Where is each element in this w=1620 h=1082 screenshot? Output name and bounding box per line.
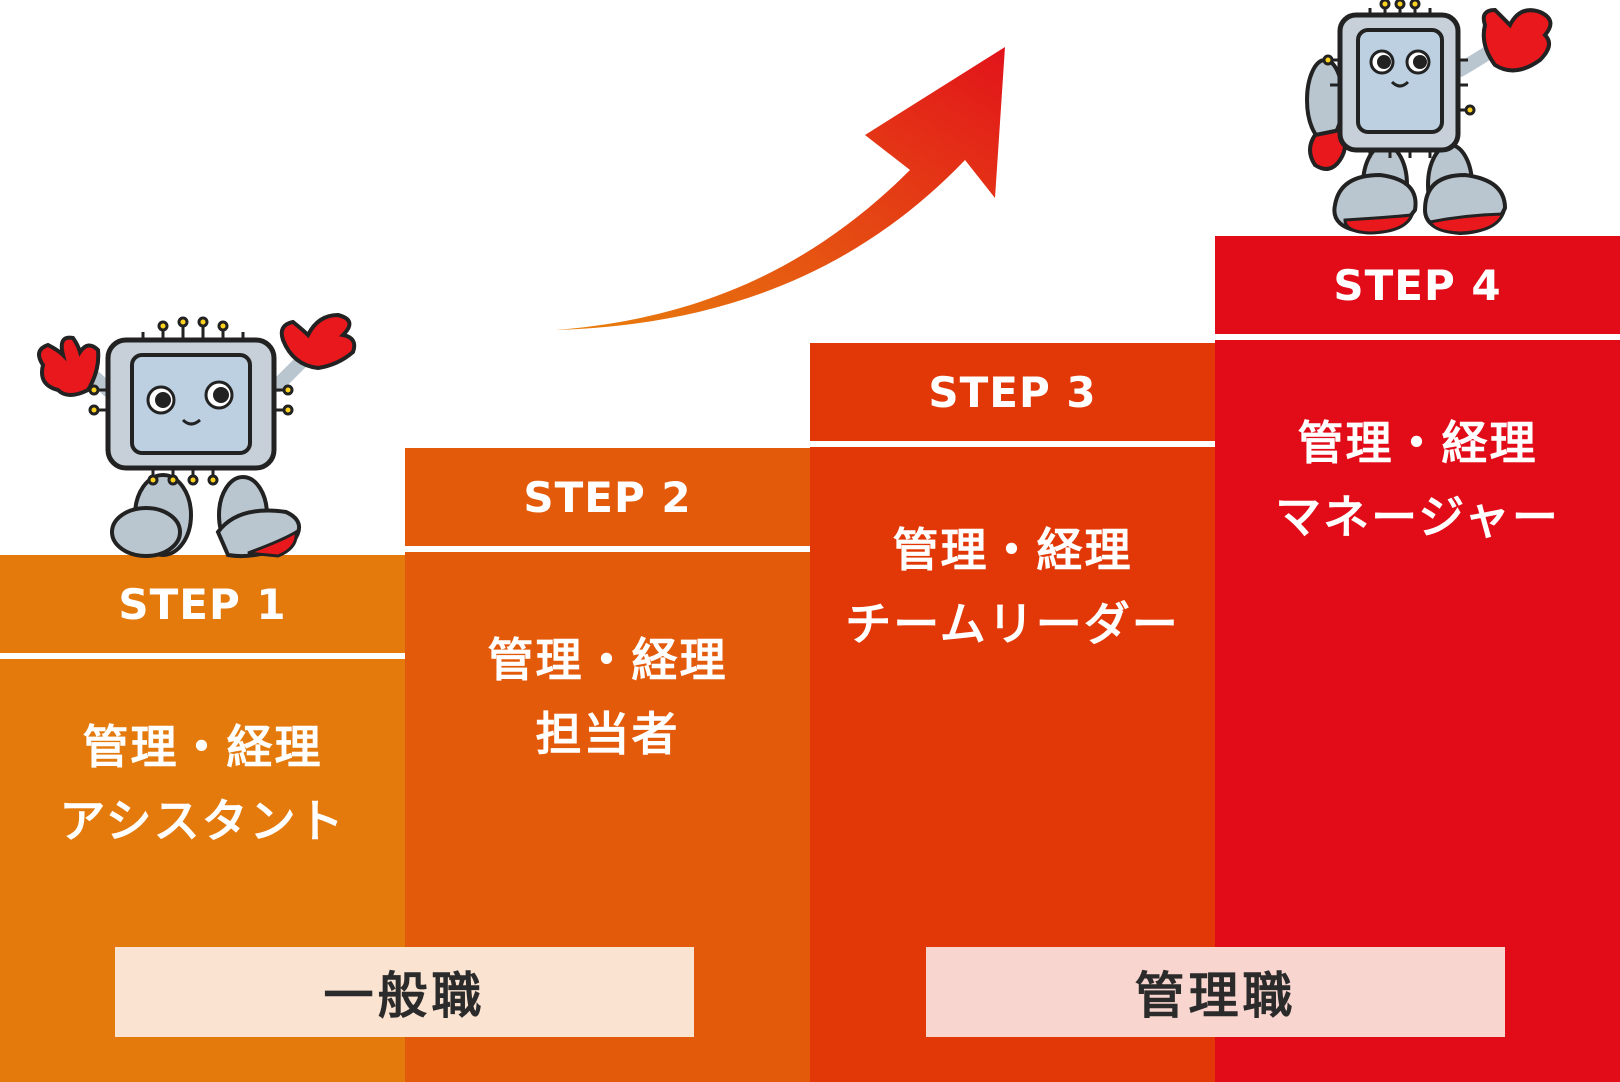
step-2-header: STEP 2 xyxy=(405,448,810,546)
step-4-role-line1: 管理・経理 xyxy=(1297,416,1538,470)
step-1-header: STEP 1 xyxy=(0,555,405,653)
step-4-label: STEP 4 xyxy=(1333,260,1502,310)
step-2-role-line1: 管理・経理 xyxy=(487,633,728,687)
step-4-role: 管理・経理 マネージャー xyxy=(1215,406,1620,554)
step-3-role: 管理・経理 チームリーダー xyxy=(810,513,1215,661)
step-2-label: STEP 2 xyxy=(523,472,692,522)
step-2-role: 管理・経理 担当者 xyxy=(405,623,810,771)
chip-mascot-icon xyxy=(37,312,357,559)
step-1-role: 管理・経理 アシスタント xyxy=(0,710,405,858)
step-2-divider xyxy=(405,546,810,552)
chip-mascot-icon xyxy=(1305,0,1553,236)
step-4-role-line2: マネージャー xyxy=(1275,490,1560,544)
step-1-role-line2: アシスタント xyxy=(59,794,346,848)
step-3-divider xyxy=(810,441,1215,447)
step-3-role-line1: 管理・経理 xyxy=(892,523,1133,577)
step-4-divider xyxy=(1215,334,1620,340)
step-1-role-line1: 管理・経理 xyxy=(82,720,323,774)
growth-arrow-icon xyxy=(556,47,1005,330)
step-4-column: STEP 4 管理・経理 マネージャー xyxy=(1215,236,1620,1082)
step-4-header: STEP 4 xyxy=(1215,236,1620,334)
category-management: 管理職 xyxy=(926,947,1505,1037)
step-1-divider xyxy=(0,653,405,659)
step-3-header: STEP 3 xyxy=(810,343,1215,441)
category-general: 一般職 xyxy=(115,947,694,1037)
step-1-label: STEP 1 xyxy=(118,579,287,629)
step-3-role-line2: チームリーダー xyxy=(845,597,1180,651)
step-3-label: STEP 3 xyxy=(928,367,1097,417)
step-2-role-line2: 担当者 xyxy=(535,707,680,761)
